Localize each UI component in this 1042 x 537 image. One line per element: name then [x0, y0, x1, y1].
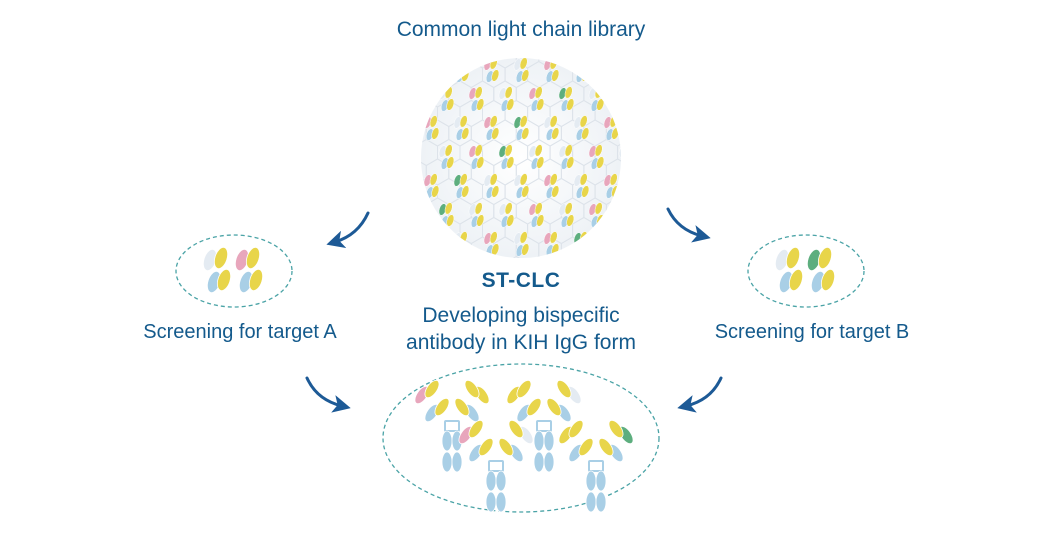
antibody-fab-icon — [234, 246, 264, 294]
curved-arrow-icon — [677, 376, 723, 413]
antibody-fab-icon — [468, 86, 485, 112]
igg-antibody-icon — [506, 379, 582, 473]
description-line-1: Developing bispecific — [422, 304, 620, 327]
antibody-fab-icon — [423, 115, 440, 141]
antibody-fab-icon — [423, 231, 440, 257]
antibody-fab-icon — [558, 144, 575, 170]
antibody-fab-icon — [618, 87, 621, 112]
target-b-ellipse — [747, 234, 865, 308]
screening-target-a-label: Screening for target A — [143, 321, 337, 343]
antibody-fab-icon — [543, 115, 560, 141]
antibody-fab-icon — [453, 115, 470, 141]
screening-target-b-label: Screening for target B — [714, 321, 910, 343]
antibody-fab-icon — [513, 115, 530, 141]
bispecific-ellipse — [382, 363, 660, 513]
library-title: Common light chain library — [396, 18, 646, 41]
antibody-fab-icon — [483, 231, 500, 257]
antibody-fab-icon — [468, 202, 485, 228]
antibody-fab-icon — [513, 173, 530, 199]
target-a-ellipse — [175, 234, 293, 308]
antibody-fab-icon — [774, 246, 804, 294]
antibody-fab-icon — [423, 58, 440, 83]
antibody-fab-icon — [528, 86, 545, 112]
igg-antibody-icon — [558, 419, 634, 513]
antibody-fab-icon — [498, 144, 515, 170]
antibody-fab-icon — [558, 202, 575, 228]
antibody-fab-icon — [513, 58, 530, 83]
curved-arrow-icon — [666, 207, 711, 243]
antibody-fab-icon — [588, 144, 605, 170]
antibody-fab-icon — [202, 246, 232, 294]
library-circle — [421, 58, 621, 258]
antibody-fab-icon — [498, 202, 515, 228]
antibody-fab-icon — [543, 173, 560, 199]
antibody-fab-icon — [573, 115, 590, 141]
antibody-fab-icon — [528, 202, 545, 228]
antibody-fab-icon — [618, 203, 621, 228]
target-b-fabs — [774, 246, 836, 294]
platform-description: Developing bispecific antibody in KIH Ig… — [371, 302, 671, 356]
antibody-fab-icon — [483, 173, 500, 199]
antibody-fab-icon — [558, 86, 575, 112]
description-line-2: antibody in KIH IgG form — [406, 331, 636, 354]
bispecific-antibodies — [414, 379, 634, 513]
antibody-fab-icon — [806, 246, 836, 294]
curved-arrow-icon — [326, 211, 370, 248]
curved-arrow-icon — [305, 376, 351, 413]
antibody-fab-icon — [573, 173, 590, 199]
target-a-fabs — [202, 246, 264, 294]
antibody-fab-icon — [438, 144, 455, 170]
antibody-fab-icon — [498, 86, 515, 112]
antibody-fab-icon — [453, 173, 470, 199]
antibody-fab-icon — [483, 115, 500, 141]
igg-antibody-icon — [414, 379, 490, 473]
antibody-fab-icon — [513, 231, 530, 257]
antibody-fab-icon — [603, 58, 620, 83]
igg-antibody-icon — [458, 419, 534, 513]
antibody-fab-icon — [528, 144, 545, 170]
antibody-fab-icon — [603, 231, 620, 257]
antibody-fab-icon — [438, 86, 455, 112]
antibody-fab-icon — [468, 144, 485, 170]
platform-name: ST-CLC — [481, 269, 561, 292]
